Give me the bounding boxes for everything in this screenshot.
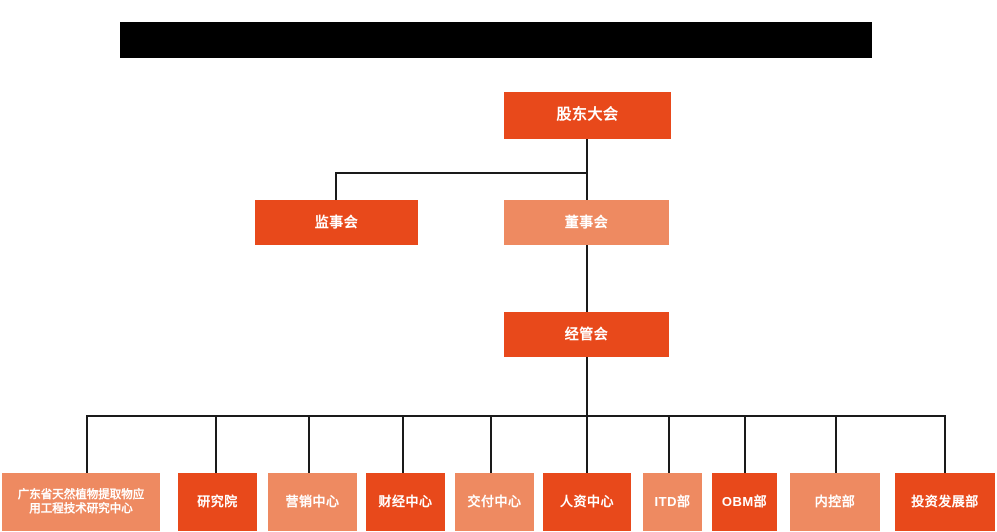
node-management-committee[interactable]: 经管会 [504, 312, 669, 357]
connector-drop-delivery-center [490, 415, 492, 473]
connector-directors-to-management [586, 245, 588, 312]
node-delivery-center-label: 交付中心 [467, 493, 522, 509]
node-board-of-directors-label: 董事会 [564, 213, 609, 230]
node-itd-department[interactable]: ITD部 [643, 473, 702, 531]
node-board-of-supervisors[interactable]: 监事会 [255, 200, 418, 245]
redacted-title-bar [120, 22, 872, 58]
connector-drop-finance-center [402, 415, 404, 473]
node-itd-department-label: ITD部 [654, 493, 691, 509]
node-investment-development-department-label: 投资发展部 [911, 493, 979, 509]
node-internal-control-department-label: 内控部 [814, 493, 856, 509]
node-obm-department[interactable]: OBM部 [712, 473, 777, 531]
node-board-of-supervisors-label: 监事会 [314, 213, 359, 230]
node-marketing-center-label: 营销中心 [285, 493, 340, 509]
connector-bus-to-supervisors [335, 172, 337, 200]
connector-drop-investment-development-department [944, 415, 946, 473]
node-delivery-center[interactable]: 交付中心 [455, 473, 534, 531]
connector-bus-level2 [335, 172, 588, 174]
connector-shareholders-to-bus [586, 139, 588, 173]
connector-bus-to-directors [586, 172, 588, 200]
node-hr-center-label: 人资中心 [559, 493, 614, 509]
node-shareholders-meeting-label: 股东大会 [556, 106, 619, 124]
node-investment-development-department[interactable]: 投资发展部 [895, 473, 995, 531]
connector-drop-internal-control-department [835, 415, 837, 473]
node-hr-center[interactable]: 人资中心 [543, 473, 631, 531]
node-guangdong-research-center[interactable]: 广东省天然植物提取物应 用工程技术研究中心 [2, 473, 160, 531]
connector-drop-marketing-center [308, 415, 310, 473]
node-marketing-center[interactable]: 营销中心 [268, 473, 357, 531]
connector-drop-guangdong-research-center [86, 415, 88, 473]
node-internal-control-department[interactable]: 内控部 [790, 473, 880, 531]
connector-drop-itd-department [668, 415, 670, 473]
connector-bus-level4 [86, 415, 945, 417]
node-finance-center-label: 财经中心 [378, 493, 433, 509]
node-management-committee-label: 经管会 [564, 325, 609, 342]
node-finance-center[interactable]: 财经中心 [366, 473, 445, 531]
connector-drop-obm-department [744, 415, 746, 473]
connector-drop-research-institute [215, 415, 217, 473]
connector-management-to-bus [586, 357, 588, 416]
node-guangdong-research-center-label: 广东省天然植物提取物应 用工程技术研究中心 [17, 488, 145, 515]
node-board-of-directors[interactable]: 董事会 [504, 200, 669, 245]
node-research-institute-label: 研究院 [197, 493, 238, 509]
node-obm-department-label: OBM部 [721, 493, 768, 509]
node-shareholders-meeting[interactable]: 股东大会 [504, 92, 671, 139]
connector-drop-hr-center [586, 415, 588, 473]
node-research-institute[interactable]: 研究院 [178, 473, 257, 531]
